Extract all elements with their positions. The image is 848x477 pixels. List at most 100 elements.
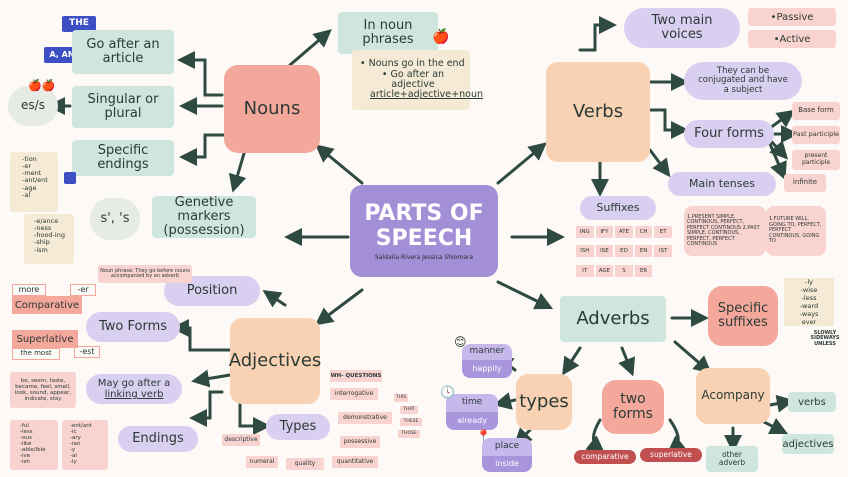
main-tenses: Main tenses <box>668 172 776 196</box>
conjugated-note: They can be conjugated and have a subjec… <box>684 62 802 100</box>
adverb-inside: inside <box>482 456 532 472</box>
adverb-superlative: superlative <box>640 448 702 462</box>
noun-ending: -e/ance <box>34 217 59 225</box>
linking-prefix: May go after a <box>97 378 171 389</box>
a-an-label: A, AN <box>44 47 80 63</box>
noun-ending: -tion <box>22 155 37 163</box>
active-label: Active <box>779 33 811 45</box>
noun-endings-a: -tion -er -ment -ant/ent -age -al <box>10 152 58 212</box>
demonstrative-word: THAT <box>400 406 418 414</box>
noun-ending: -ment <box>22 169 42 178</box>
noun-phrase-text: Nouns go in the end <box>368 58 465 70</box>
verb-suffix-chip: AGE <box>595 264 614 277</box>
verb-form: Base form <box>792 102 840 120</box>
adj-ending: -ian <box>70 441 81 447</box>
verb-suffix-chip: ET <box>654 226 672 238</box>
type-interrogative: interrogative <box>330 388 378 400</box>
four-forms: Four forms <box>684 120 774 148</box>
adverb-time: time <box>446 394 498 412</box>
adj-ending: -al <box>70 453 77 459</box>
verb-suffix-chip: ATE <box>615 226 633 238</box>
verb-suffix-chip: S <box>615 264 633 277</box>
singular-plural: Singular or plural <box>72 86 174 128</box>
adverb-types: types <box>516 374 572 430</box>
adverb-two-forms: two forms <box>602 380 664 434</box>
noun-ending: -ship <box>34 238 50 247</box>
linking-verb-label: linking verb <box>104 389 164 400</box>
tenses-present: 1.PRESENT SIMPLE, CONTINOUS, PERFECT, PE… <box>684 206 766 256</box>
adverb-specific-suffixes: Specific suffixes <box>708 286 778 346</box>
adj-ending: -ful <box>20 423 29 429</box>
adj-ending: -ive <box>20 453 31 459</box>
demonstrative-word: THOSE <box>398 430 420 438</box>
noun-ending: -hood-ing <box>34 231 65 240</box>
verb-suffix-chip: EN <box>634 245 653 258</box>
demonstrative-word: THIS <box>394 394 408 402</box>
verb-form: infinite <box>784 174 826 192</box>
passive-voice: • Passive <box>748 8 836 26</box>
accompany-other-adverb: other adverb <box>706 446 758 472</box>
apples-icon: 🍎 <box>432 29 450 45</box>
adverb-samples: SLOWLY SIDEWAYS UNLESS <box>810 329 840 347</box>
adj-endings-a: -ful-less-ous-like-able/ible-ive-ish <box>10 420 58 470</box>
genitive-markers: Genetive markers (possession) <box>152 195 256 238</box>
wh-questions: WH- QUESTIONS <box>330 370 382 382</box>
adverb-suffix: ever <box>801 318 817 326</box>
er-label: -er <box>70 284 96 296</box>
verb-suffix-chip: ED <box>615 245 633 258</box>
adverb-suffix: -ly <box>805 278 813 286</box>
noun-ending: -age <box>22 183 37 192</box>
comparative: Comparative <box>12 296 82 314</box>
types-node: Types <box>266 414 330 440</box>
center-authors: Saldaña Rivera Jessica Shiomara <box>374 253 474 261</box>
adverb-already: already <box>446 412 498 430</box>
noun-phrase-item: • Nouns go in the end <box>360 58 465 70</box>
go-after-article: Go after an article <box>72 30 174 74</box>
adj-ending: -less <box>20 429 33 435</box>
adj-ending: -able/ible <box>20 447 46 453</box>
noun-endings-b: -e/ance -ness -hood-ing -ship -ism <box>24 214 74 264</box>
est-label: -est <box>74 346 100 358</box>
location-pin-icon: 📍 <box>476 429 491 443</box>
puzzle-icon <box>64 172 76 184</box>
adjectives-node: Adjectives <box>229 318 321 404</box>
verb-suffix-chip: ISH <box>576 245 594 258</box>
adj-ending: -ly <box>70 459 77 465</box>
noun-phrase-item: • Go after an adjective <box>381 68 445 90</box>
noun-phrase-text: Go after an adjective <box>390 68 445 90</box>
apples-icon: 🍎🍎 <box>28 79 56 92</box>
type-quantitative: quantitative <box>332 456 378 468</box>
demonstrative-word: THESE <box>400 418 422 426</box>
two-voices: Two main voices <box>624 8 740 48</box>
type-demonstrative: demonstrative <box>338 412 392 424</box>
noun-ending: -er <box>22 162 32 171</box>
genitive-marks: s', 's <box>90 198 140 240</box>
more-label: more <box>12 284 46 296</box>
tenses-future: 1.FUTURE WILL, GOING TO, PERFECT, PERFEC… <box>766 206 826 256</box>
adverb-comparative: comparative <box>574 450 636 464</box>
accompany-verbs: verbs <box>788 392 836 412</box>
type-descriptive: descriptive <box>222 434 260 446</box>
verb-suffixes: Suffixes <box>580 196 656 220</box>
verb-suffix-chip: IT <box>576 264 594 277</box>
adj-ending: -ic <box>70 429 77 435</box>
adverb-suffix: -ways <box>799 310 819 318</box>
verb-suffix-chip: IST <box>654 245 672 258</box>
noun-ending: -ism <box>34 245 48 254</box>
adverb-manner: manner <box>462 344 512 360</box>
adj-ending: -ish <box>20 459 30 465</box>
the-label: THE <box>62 16 96 32</box>
adj-ending: -y <box>70 447 76 453</box>
center-title: PARTS OF SPEECH <box>364 200 484 252</box>
adj-ending: -ent/ant <box>70 423 92 429</box>
passive-label: Passive <box>776 11 814 23</box>
noun-phrase-rule: article+adjective+noun <box>370 89 483 101</box>
linking-examples: be, seem, taste, became, feel, smell, lo… <box>10 372 76 408</box>
smile-icon: 😊 <box>454 335 467 349</box>
center-topic: PARTS OF SPEECH Saldaña Rivera Jessica S… <box>350 185 498 277</box>
noun-phrases-title: In noun phrases <box>338 12 438 54</box>
adverb-suffix: -ward <box>799 302 819 310</box>
